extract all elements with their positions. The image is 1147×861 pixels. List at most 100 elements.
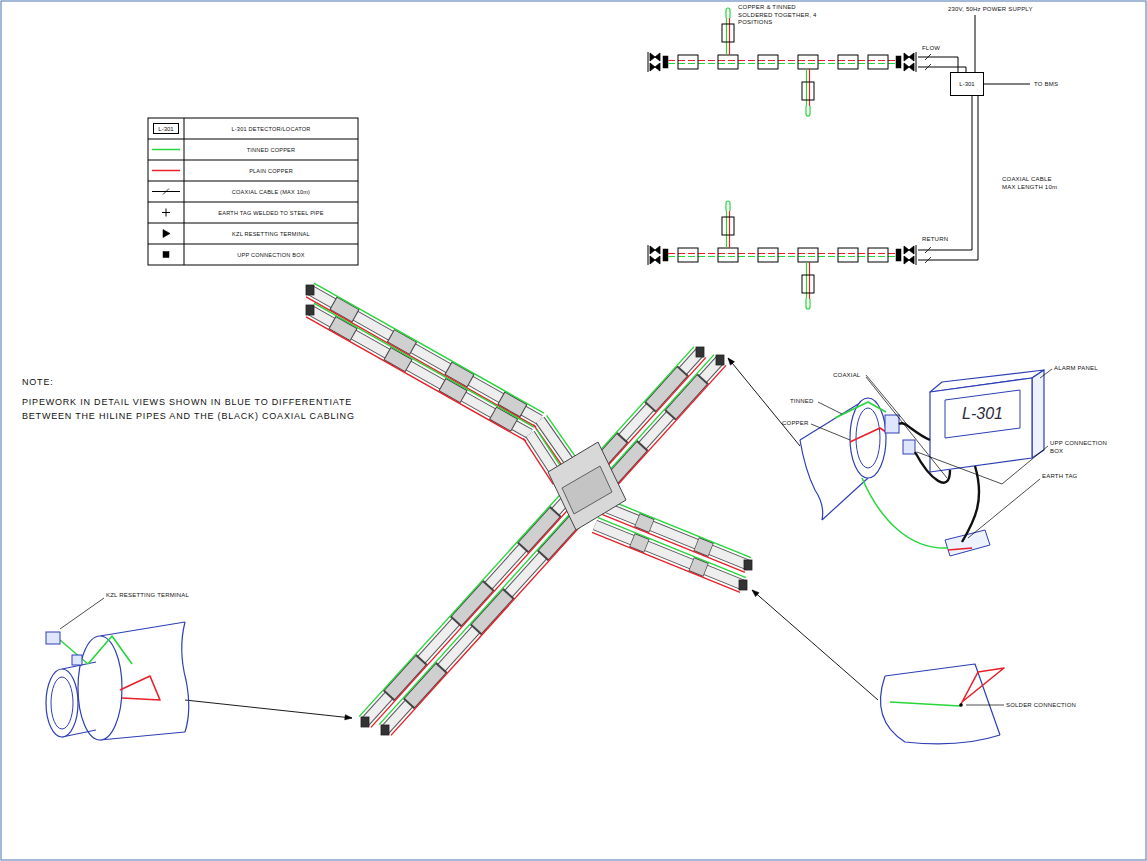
pipe-outline — [365, 352, 700, 722]
leader-line — [917, 446, 1048, 484]
tee-fitting-face — [562, 466, 612, 514]
label-text: TO BMS — [1034, 81, 1058, 89]
legend-row-line — [148, 223, 358, 224]
legend-text-cell: TINNED COPPER — [184, 139, 358, 160]
coaxial-cable — [915, 452, 950, 483]
power-supply-line — [975, 15, 976, 72]
pipe-end — [850, 398, 886, 478]
connection-box — [896, 249, 901, 261]
pipe-sleeve — [798, 248, 818, 262]
pipe-sleeve — [802, 82, 814, 100]
pipe-end-terminal — [306, 305, 314, 315]
valve-symbol — [904, 246, 914, 254]
tee-fitting — [548, 442, 626, 530]
pipe-sleeve — [718, 55, 738, 69]
valve-handle — [916, 245, 917, 265]
valve-symbol — [904, 63, 914, 71]
legend-row-line — [148, 139, 358, 140]
solder-point — [959, 703, 963, 707]
coaxial-cable — [918, 96, 972, 250]
legend-text-cell: COAXIAL CABLE (MAX 10m) — [184, 181, 358, 202]
valve-symbol — [650, 256, 660, 264]
legend-row-line — [148, 244, 358, 245]
plain-copper-wire — [948, 548, 972, 550]
detail-arrow-head — [752, 590, 759, 597]
valve-symbol — [650, 53, 660, 61]
pipe-sleeve — [696, 544, 711, 550]
legend-text: COAXIAL CABLE (MAX 10m) — [232, 189, 310, 195]
leader-line — [811, 424, 850, 440]
label-text: PIPEWORK IN DETAIL VIEWS SHOWN IN BLUE T… — [22, 396, 402, 423]
tinned-copper-loop — [726, 8, 730, 18]
pipe-end — [46, 669, 78, 737]
tinned-copper-wire — [835, 402, 886, 418]
coaxial-symbol — [925, 257, 931, 263]
leader-line — [866, 375, 910, 428]
label-text: EARTH TAG — [1042, 473, 1077, 481]
plain-copper-sample — [152, 170, 180, 172]
connection-box — [896, 56, 901, 68]
legend-text: UPP CONNECTION BOX — [237, 252, 305, 258]
legend-text: PLAIN COPPER — [249, 168, 293, 174]
pipe-sleeve-body — [333, 323, 353, 334]
legend-divider — [184, 118, 185, 265]
detector-box: L-301 — [950, 72, 984, 96]
label-text: RETURN — [922, 236, 948, 244]
pipe-sleeve — [868, 248, 888, 262]
pipe-sleeve-body — [697, 544, 711, 550]
coaxial-cable — [918, 96, 978, 260]
legend-row-line — [148, 181, 358, 182]
label-text: COPPER & TINNED SOLDERED TOGETHER, 4 POS… — [738, 4, 818, 27]
pipe-sleeve — [718, 248, 738, 262]
kzl-terminal — [72, 655, 82, 665]
tinned-copper-wire — [668, 256, 896, 257]
legend-text-cell: EARTH TAG WELDED TO STEEL PIPE — [184, 202, 358, 223]
tinned-copper-wire — [60, 640, 88, 664]
legend-text-cell: UPP CONNECTION BOX — [184, 244, 358, 265]
pipe-outline — [385, 360, 720, 730]
alarm-panel-front — [930, 378, 1032, 472]
valve-symbol — [904, 256, 914, 264]
earth-tag-symbol — [162, 212, 170, 213]
plain-copper-wire — [850, 428, 886, 442]
label-text: COPPER — [782, 420, 809, 428]
plain-copper-wire — [306, 297, 536, 427]
label-text: COAXIAL — [833, 372, 860, 380]
node-text: L-301 — [158, 126, 173, 132]
pipe-end-terminal — [744, 560, 752, 570]
pipe-sleeve — [802, 275, 814, 293]
pipe-sleeve — [722, 24, 734, 42]
upp-box-symbol — [163, 252, 169, 258]
tinned-copper-sample — [152, 149, 180, 151]
plain-copper-wire — [668, 60, 896, 61]
pipe-end-terminal — [696, 347, 704, 357]
tinned-copper-wire — [862, 478, 948, 548]
label-text: L-301 — [962, 404, 1003, 424]
coaxial-symbol — [925, 54, 931, 60]
leader-line — [866, 377, 947, 478]
pipe-sleeve — [678, 248, 698, 262]
tinned-copper-loop — [806, 106, 810, 116]
connection-box — [663, 249, 668, 261]
detail-arrow-head — [728, 358, 734, 365]
pipe-sleeve-body — [334, 304, 355, 316]
pipe-end-terminal — [381, 725, 389, 735]
pipe-sleeve-body — [388, 354, 408, 365]
tinned-copper-wire — [603, 498, 751, 558]
legend-row-line — [148, 202, 358, 203]
valve-symbol — [650, 63, 660, 71]
leader-line — [968, 479, 1040, 538]
detail-arrow — [185, 700, 352, 718]
alarm-panel-side — [1032, 370, 1044, 458]
plain-copper-wire — [306, 317, 526, 441]
plain-copper-loop — [120, 676, 160, 700]
legend-row-line — [148, 160, 358, 161]
pipe-sleeve-body — [502, 398, 523, 410]
plain-copper-wire — [597, 512, 745, 572]
plain-copper-wire — [523, 438, 553, 484]
coaxial-cable — [918, 57, 958, 72]
pipe-bore — [51, 677, 73, 729]
tinned-copper-loop — [726, 201, 730, 211]
